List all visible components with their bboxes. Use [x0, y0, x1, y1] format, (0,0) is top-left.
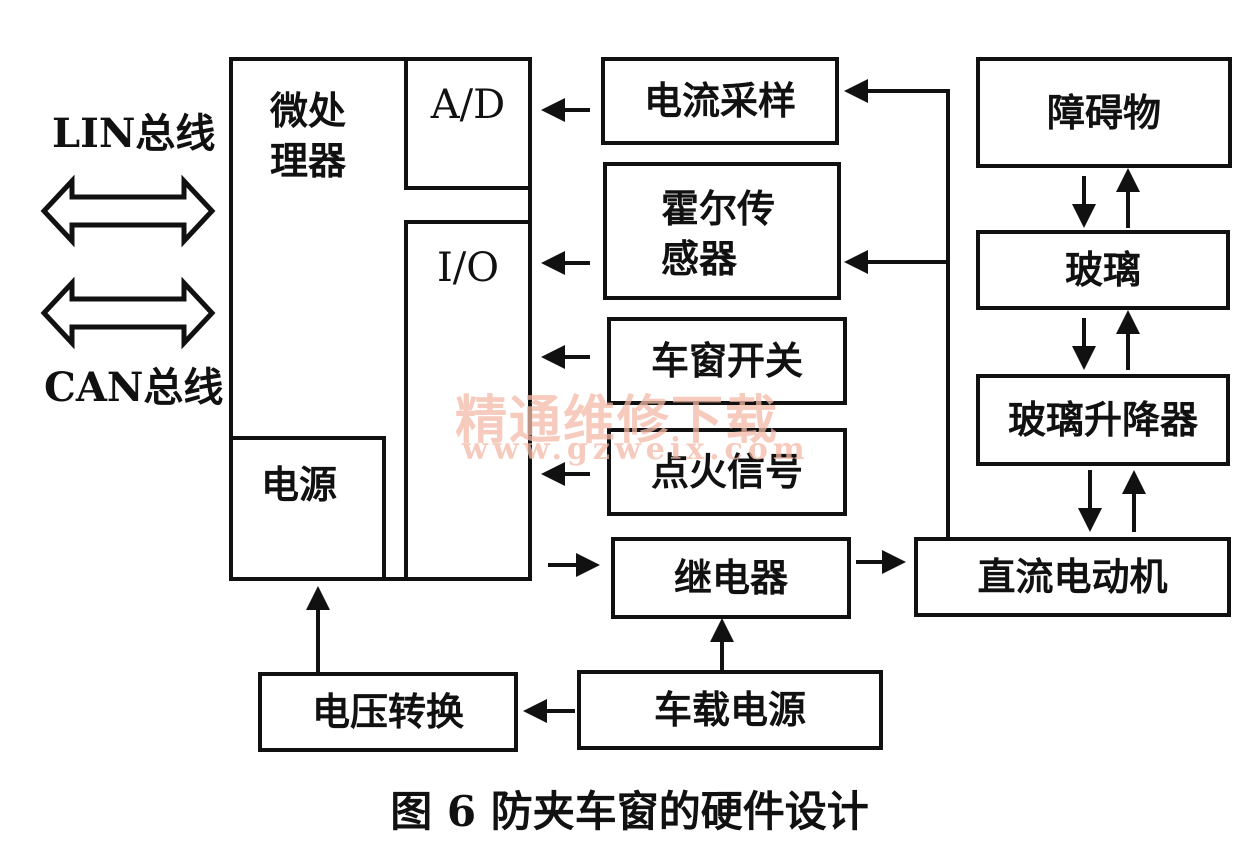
- io-port-box: I/O: [404, 220, 532, 581]
- hall-sensor-label-line2: 感器: [661, 236, 738, 281]
- relay-box: 继电器: [611, 537, 851, 619]
- window-lifter-box: 玻璃升降器: [976, 374, 1230, 466]
- voltage-conversion-label: 电压转换: [311, 689, 464, 735]
- lin-bus-label: LIN总线: [52, 110, 216, 157]
- can-bus-double-arrow: [40, 276, 216, 350]
- can-bus-label: CAN总线: [44, 364, 224, 411]
- vehicle-power-label: 车载电源: [653, 687, 806, 733]
- lin-bus-double-arrow: [40, 174, 216, 248]
- feedback-line-motor: [844, 79, 950, 538]
- ignition-signal-label: 点火信号: [650, 449, 803, 495]
- obstacle-box: 障碍物: [976, 57, 1232, 168]
- current-sampling-label: 电流采样: [643, 78, 796, 124]
- mcu-label-line2: 理器: [270, 138, 347, 183]
- mcu-power-label: 电源: [261, 462, 338, 507]
- ad-label: A/D: [430, 82, 506, 128]
- mcu-power-box: 电源: [229, 436, 386, 581]
- vehicle-power-box: 车载电源: [577, 670, 883, 750]
- mcu-label-line1: 微处: [270, 88, 347, 133]
- ad-converter-box: A/D: [404, 57, 532, 190]
- voltage-conversion-box: 电压转换: [258, 672, 518, 752]
- hall-sensor-label-line1: 霍尔传: [661, 186, 776, 231]
- current-sampling-box: 电流采样: [601, 57, 839, 145]
- obstacle-label: 障碍物: [1046, 89, 1161, 135]
- ignition-signal-box: 点火信号: [607, 428, 847, 516]
- relay-label: 继电器: [673, 555, 788, 601]
- window-switch-box: 车窗开关: [607, 317, 847, 405]
- glass-label: 玻璃: [1064, 247, 1141, 293]
- hall-sensor-box: 霍尔传 感器: [603, 162, 841, 300]
- figure-caption: 图 6 防夹车窗的硬件设计: [390, 787, 869, 836]
- watermark-title: 精通维修下载: [455, 390, 780, 451]
- dc-motor-label: 直流电动机: [977, 554, 1168, 600]
- dc-motor-box: 直流电动机: [914, 537, 1231, 617]
- window-switch-label: 车窗开关: [650, 338, 803, 384]
- watermark-url: www.gzweix.com: [462, 432, 810, 467]
- window-lifter-label: 玻璃升降器: [1007, 397, 1198, 443]
- glass-box: 玻璃: [976, 230, 1230, 310]
- io-label: I/O: [436, 245, 500, 291]
